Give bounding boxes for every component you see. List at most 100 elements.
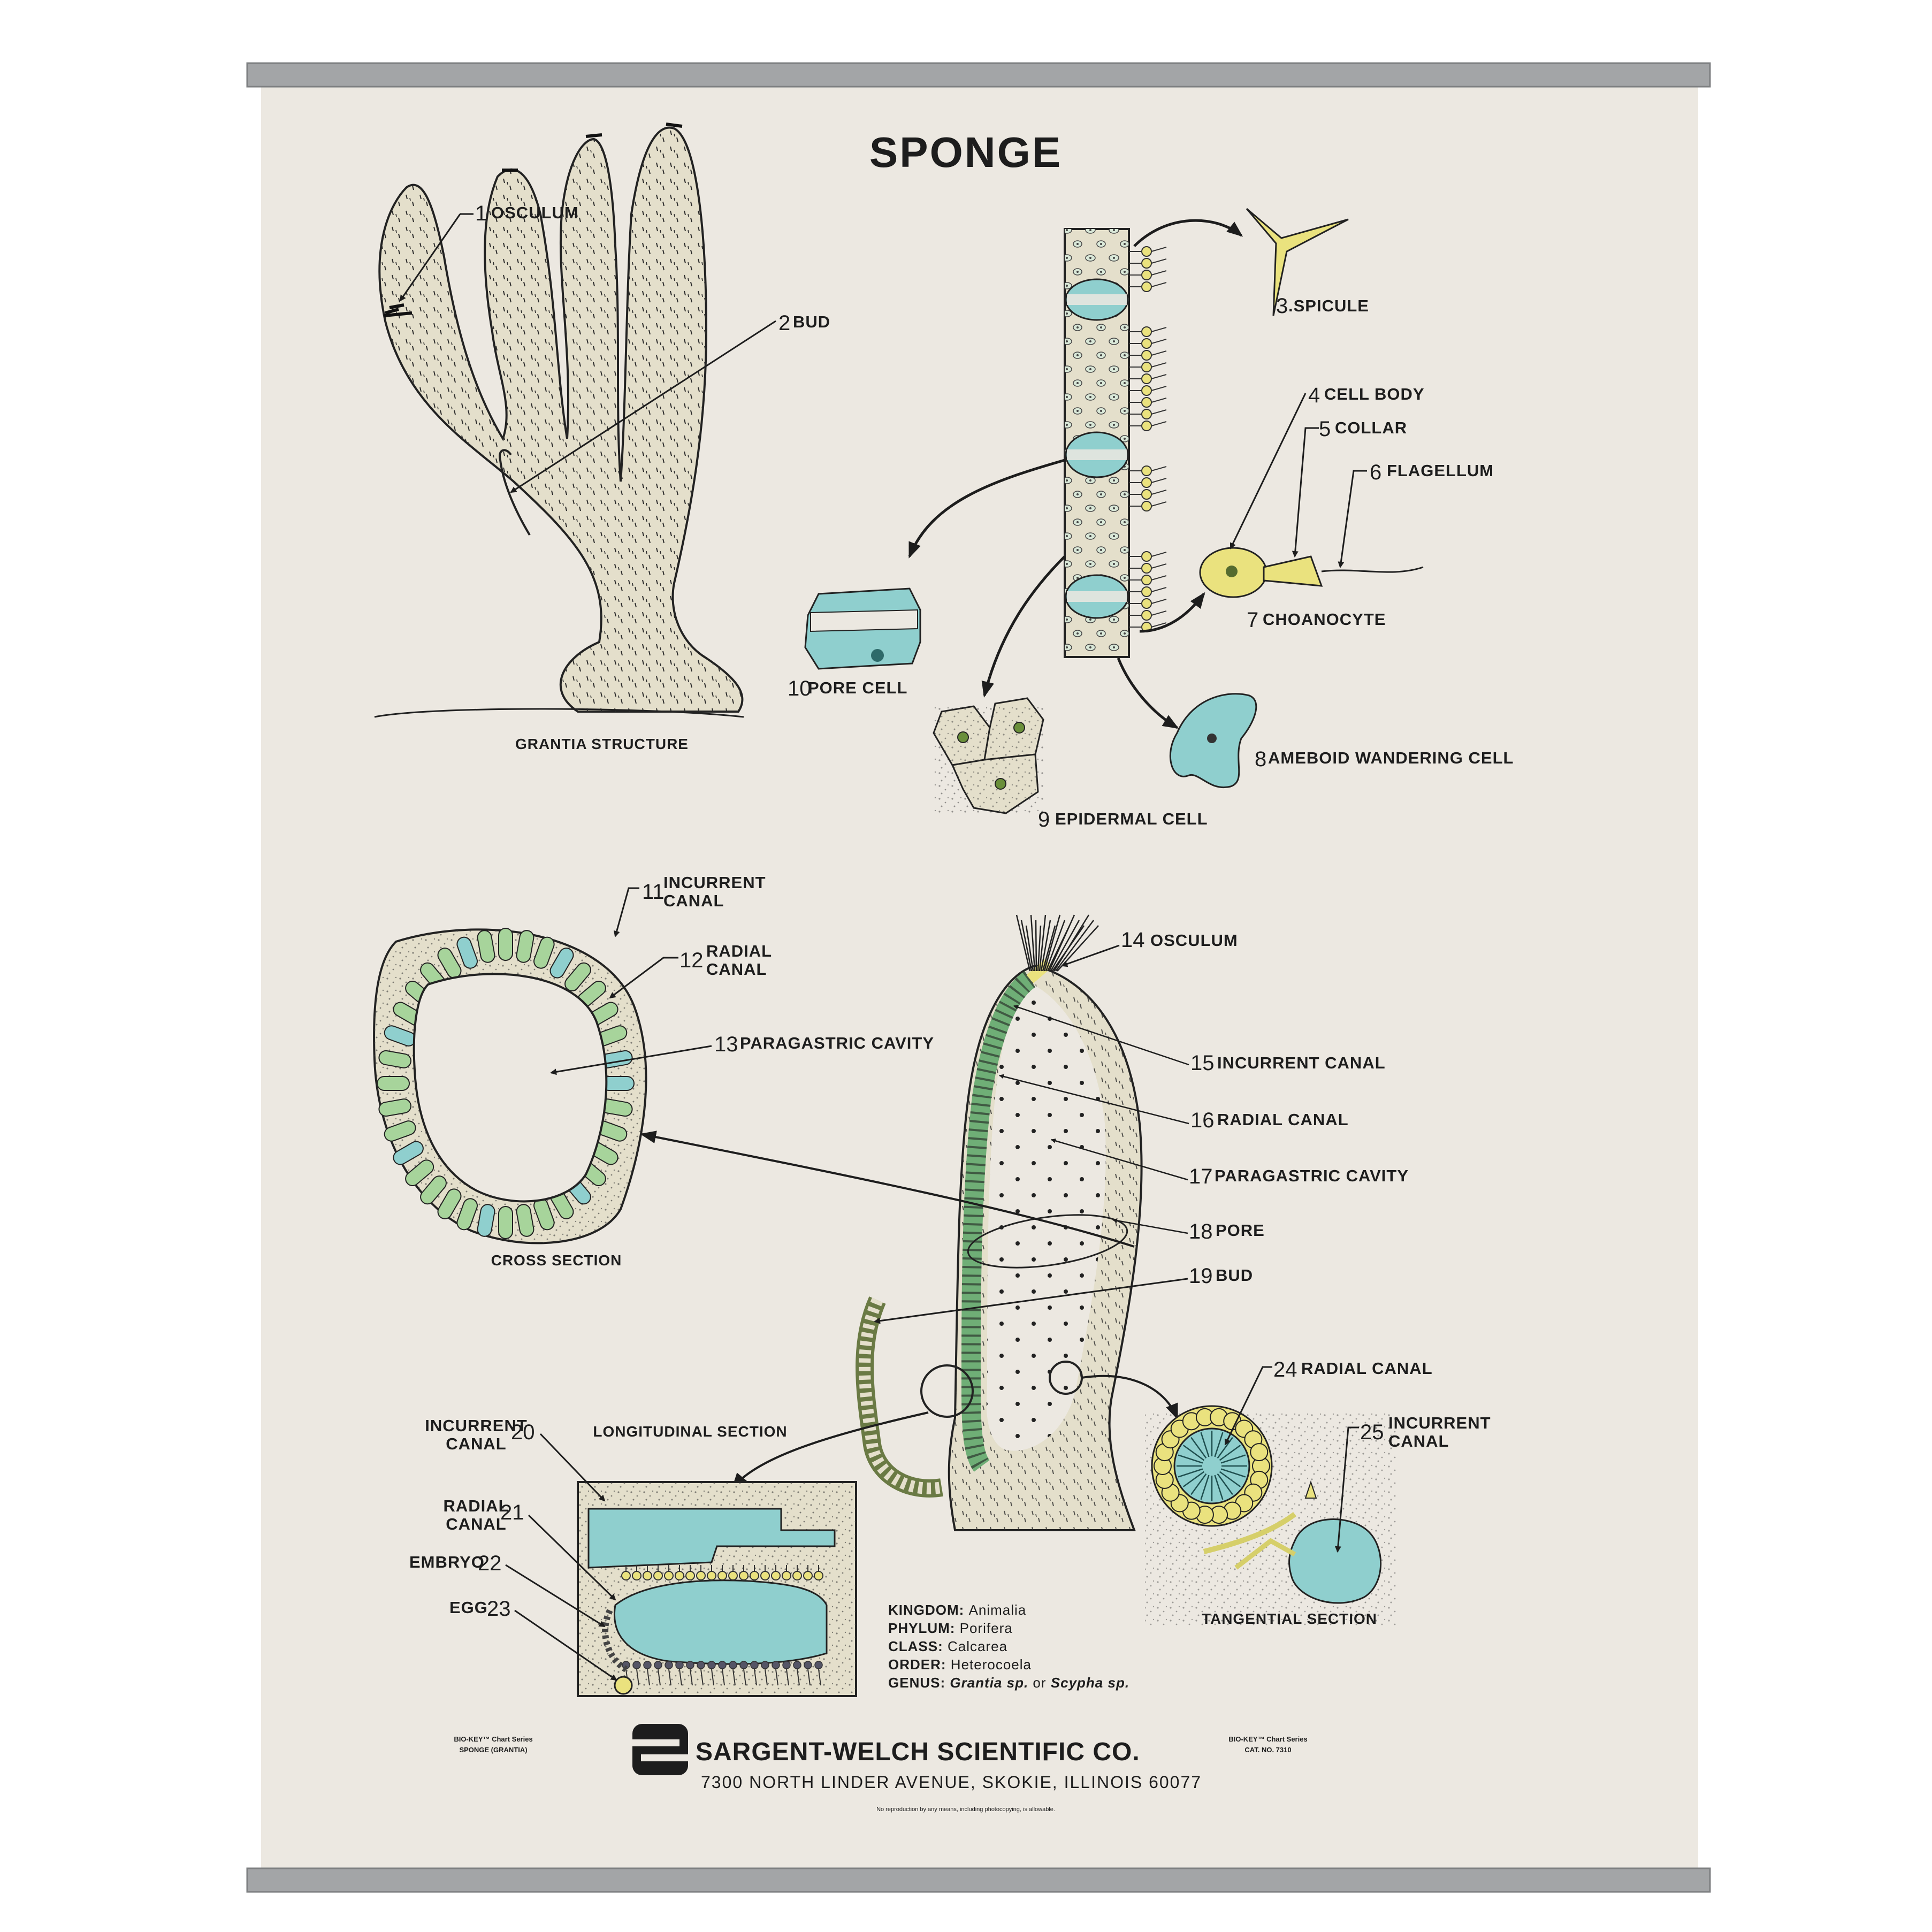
tangential-flagella: [1177, 1431, 1247, 1501]
svg-text:13: 13: [714, 1033, 738, 1056]
leader-25: [1334, 1426, 1359, 1553]
section-cross-section: CROSS SECTION: [491, 1252, 622, 1269]
svg-text:6: 6: [1370, 461, 1381, 484]
label-4: 4 CELL BODY: [1308, 384, 1424, 407]
svg-text:INCURRENT: INCURRENT: [425, 1416, 528, 1435]
svg-text:INCURRENT: INCURRENT: [663, 873, 766, 892]
svg-text:CLASS: Calcarea: CLASS: Calcarea: [888, 1638, 1007, 1654]
svg-text:BUD: BUD: [793, 312, 830, 331]
epidermal-cells-illustration: [933, 697, 1044, 814]
tax-phylum-value: Porifera: [960, 1620, 1013, 1636]
svg-text:7: 7: [1247, 608, 1258, 632]
leader-1: [399, 213, 461, 302]
svg-text:CANAL: CANAL: [663, 891, 724, 910]
svg-text:8: 8: [1255, 747, 1266, 771]
label-2: 2 BUD: [778, 311, 830, 335]
grantia-bud-branch: [499, 449, 531, 536]
leader-20: [539, 1433, 606, 1502]
svg-text:CAT. NO. 7310: CAT. NO. 7310: [1244, 1746, 1291, 1754]
svg-text:23: 23: [487, 1597, 511, 1621]
arrow-to-pore-cell: [908, 459, 1065, 559]
svg-text:CHOANOCYTE: CHOANOCYTE: [1263, 610, 1386, 629]
label-14: 14 OSCULUM: [1121, 928, 1238, 952]
label-15: 15 INCURRENT CANAL: [1190, 1051, 1386, 1075]
svg-text:CANAL: CANAL: [706, 960, 767, 979]
label-16: 16 RADIAL CANAL: [1190, 1109, 1348, 1132]
section-longitudinal: LONGITUDINAL SECTION: [593, 1423, 787, 1440]
section-grantia-structure: GRANTIA STRUCTURE: [515, 736, 689, 752]
cross-section-canals: [377, 928, 635, 1239]
company-address: 7300 NORTH LINDER AVENUE, SKOKIE, ILLINO…: [701, 1773, 1202, 1792]
leader-19: [874, 1278, 1188, 1324]
zoom-circle-wall: [920, 1364, 974, 1418]
tax-order-value: Heterocoela: [951, 1656, 1032, 1673]
tangential-choanocyte-ring: [1154, 1408, 1270, 1524]
label-19: 19 BUD: [1189, 1264, 1253, 1288]
label-10: 10 PORE CELL: [788, 677, 907, 700]
svg-text:PARAGASTRIC CAVITY: PARAGASTRIC CAVITY: [740, 1034, 934, 1052]
svg-text:4: 4: [1308, 384, 1320, 407]
arrow-to-ameboid: [1117, 658, 1179, 729]
svg-text:CANAL: CANAL: [446, 1434, 507, 1453]
label-11: 11 INCURRENT CANAL: [642, 873, 766, 910]
tax-genus-rank: GENUS:: [888, 1675, 945, 1691]
label-18: 18 PORE: [1189, 1220, 1264, 1243]
leader-5: [1292, 427, 1319, 558]
svg-text:20: 20: [511, 1421, 535, 1444]
arrow-to-epidermal: [981, 555, 1066, 698]
tax-kingdom-value: Animalia: [969, 1602, 1027, 1618]
svg-text:KINGDOM: Animalia: KINGDOM: Animalia: [888, 1602, 1026, 1618]
svg-text:21: 21: [500, 1501, 524, 1524]
tax-class-rank: CLASS:: [888, 1638, 943, 1654]
svg-text:12: 12: [679, 949, 704, 972]
tax-order-rank: ORDER:: [888, 1656, 946, 1673]
bottom-rod: [246, 1867, 1711, 1893]
label-23: EGG 23: [449, 1597, 511, 1621]
svg-text:PORE CELL: PORE CELL: [808, 678, 907, 697]
label-12: 12 RADIAL CANAL: [679, 942, 772, 979]
svg-text:CANAL: CANAL: [1388, 1432, 1449, 1450]
longitudinal-choanocytes: [621, 1565, 823, 1686]
svg-text:RADIAL: RADIAL: [706, 942, 772, 960]
grantia-texture: [379, 127, 743, 712]
leader-18: [1112, 1218, 1188, 1234]
label-24: 24 RADIAL CANAL: [1273, 1358, 1433, 1381]
svg-text:EMBRYO: EMBRYO: [409, 1553, 485, 1571]
svg-text:INCURRENT CANAL: INCURRENT CANAL: [1217, 1053, 1386, 1072]
svg-text:PARAGASTRIC CAVITY: PARAGASTRIC CAVITY: [1215, 1166, 1409, 1185]
tangential-section-illustration: [1145, 1405, 1396, 1626]
svg-text:EGG: EGG: [449, 1598, 488, 1617]
label-22: EMBRYO 22: [409, 1552, 502, 1575]
tax-genus-join: or: [1033, 1675, 1046, 1691]
svg-text:19: 19: [1189, 1264, 1213, 1288]
spicule-shape: [1246, 208, 1349, 316]
svg-text:COLLAR: COLLAR: [1335, 418, 1407, 437]
svg-text:EPIDERMAL CELL: EPIDERMAL CELL: [1055, 810, 1208, 828]
arrow-to-tangential: [1081, 1374, 1178, 1420]
svg-text:9: 9: [1038, 808, 1050, 831]
leader-4: [1230, 393, 1307, 549]
longitudinal-detail-illustration: [577, 1481, 857, 1697]
section-tangential: TANGENTIAL SECTION: [1202, 1610, 1377, 1627]
top-rod: [246, 62, 1711, 88]
label-7: 7 CHOANOCYTE: [1247, 608, 1386, 632]
svg-text:15: 15: [1190, 1051, 1215, 1075]
svg-text:22: 22: [478, 1552, 502, 1575]
svg-text:INCURRENT: INCURRENT: [1388, 1414, 1491, 1432]
svg-text:BUD: BUD: [1216, 1266, 1253, 1285]
leader-23: [514, 1609, 617, 1681]
svg-text:AMEBOID WANDERING CELL: AMEBOID WANDERING CELL: [1268, 749, 1514, 767]
tax-class-value: Calcarea: [948, 1638, 1007, 1654]
choanocyte-illustration: [1199, 547, 1424, 598]
arrow-cross-to-longitudinal: [640, 1131, 1135, 1248]
svg-text:5: 5: [1319, 417, 1331, 441]
label-6: 6 FLAGELLUM: [1370, 461, 1493, 484]
svg-text:RADIAL CANAL: RADIAL CANAL: [1301, 1359, 1433, 1378]
taxonomy-block: KINGDOM: Animalia PHYLUM: Porifera CLASS…: [888, 1602, 1129, 1691]
tax-phylum-rank: PHYLUM:: [888, 1620, 955, 1636]
osculum-fringes: [384, 123, 683, 317]
label-5: 5 COLLAR: [1319, 417, 1407, 441]
svg-text:17: 17: [1189, 1165, 1213, 1188]
svg-text:BIO-KEY™ Chart Series: BIO-KEY™ Chart Series: [1228, 1735, 1307, 1743]
